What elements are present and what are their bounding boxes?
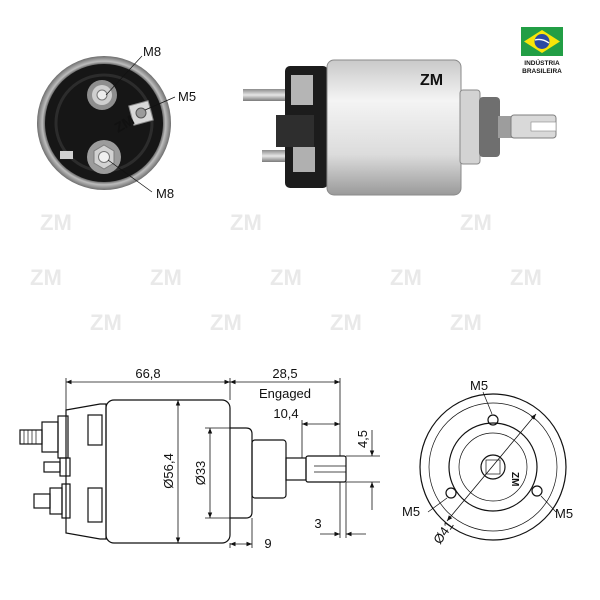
watermark: ZM bbox=[330, 310, 362, 335]
plunger-shaft bbox=[498, 116, 514, 138]
leader-hole-right bbox=[540, 495, 557, 513]
dim-bottom-offset-label: 9 bbox=[264, 536, 271, 551]
leader-bottom-m8 bbox=[107, 159, 153, 193]
bottom-m8-stud bbox=[98, 151, 110, 163]
m5-stud-outline bbox=[43, 461, 61, 473]
watermark: ZM bbox=[510, 265, 542, 290]
badge-line1: INDÚSTRIA bbox=[524, 58, 560, 67]
leader-hole-top bbox=[482, 391, 493, 415]
thread-lines bbox=[23, 430, 37, 444]
body-nose bbox=[459, 89, 481, 165]
flag-band bbox=[534, 38, 550, 44]
cap-terminal-nut-top bbox=[291, 75, 313, 105]
watermark: ZM bbox=[390, 265, 422, 290]
cap-terminal-block bbox=[276, 115, 314, 147]
cap-terminal-nut-bottom bbox=[293, 147, 315, 172]
plunger-housing-outline bbox=[251, 439, 287, 499]
flag-blue-globe bbox=[534, 34, 550, 49]
terminal-end-photo: ZM M8 M5 M8 bbox=[37, 44, 196, 201]
industria-brasileira-badge: INDÚSTRIA BRASILEIRA bbox=[521, 27, 563, 75]
bolt-circle-diameter-line bbox=[446, 413, 537, 522]
label-hole-left: M5 bbox=[402, 504, 420, 519]
body-logo: ZM bbox=[420, 72, 443, 89]
m5-stud bbox=[135, 107, 147, 119]
watermark: ZM bbox=[460, 210, 492, 235]
nose-inner-circle bbox=[458, 432, 528, 502]
leader-m5 bbox=[144, 96, 176, 111]
plunger-housing bbox=[479, 97, 500, 157]
fork-outline bbox=[305, 455, 347, 483]
leader-hole-left bbox=[427, 497, 448, 513]
dim-nose-diameter-label: Ø33 bbox=[193, 461, 208, 486]
front-end-view-drawing: ZM Ø41 M5 M5 M5 bbox=[402, 378, 573, 547]
watermark: ZM bbox=[450, 310, 482, 335]
bottom-stud-washer bbox=[61, 483, 71, 519]
leader-top-m8 bbox=[105, 55, 143, 96]
plunger-shaft-outline bbox=[285, 457, 307, 481]
side-profile-drawing: 66,8 28,5 Engaged 10,4 Ø56,4 Ø33 4,5 9 3 bbox=[19, 366, 380, 551]
badge-line2: BRASILEIRA bbox=[522, 68, 562, 75]
top-stud-nut bbox=[41, 421, 59, 453]
outer-flange bbox=[419, 393, 567, 541]
label-bottom-m8: M8 bbox=[156, 186, 174, 201]
cap-boss-bottom bbox=[87, 487, 103, 523]
label-hole-top: M5 bbox=[470, 378, 488, 393]
dim-plunger-offset-label: 10,4 bbox=[273, 406, 298, 421]
nose-circle bbox=[448, 422, 538, 512]
bolt-circle-label: Ø41 bbox=[430, 518, 456, 547]
engaged-label: Engaged bbox=[259, 386, 311, 401]
watermark: ZM bbox=[230, 210, 262, 235]
cap-outline bbox=[65, 403, 107, 540]
flange-inner-ring bbox=[428, 402, 558, 532]
watermark: ZM bbox=[270, 265, 302, 290]
dim-body-diameter-label: Ø56,4 bbox=[161, 453, 176, 488]
label-hole-right: M5 bbox=[555, 506, 573, 521]
bottom-stud-thread bbox=[33, 493, 51, 509]
dim-slot-depth-label: 3 bbox=[314, 516, 321, 531]
top-stud-thread bbox=[19, 429, 43, 445]
watermark-pattern: ZM ZM ZM ZM ZM ZM ZM ZM ZM ZM ZM ZM bbox=[30, 210, 542, 335]
top-m8-stud bbox=[96, 89, 108, 101]
end-view-logo: ZM bbox=[509, 472, 520, 486]
label-top-m8: M8 bbox=[143, 44, 161, 59]
hole-left bbox=[445, 487, 457, 499]
nose-outline bbox=[230, 427, 253, 519]
watermark: ZM bbox=[40, 210, 72, 235]
dim-slot-width-label: 4,5 bbox=[355, 430, 370, 448]
watermark: ZM bbox=[150, 265, 182, 290]
fork-slot bbox=[530, 121, 557, 132]
cap-boss-top bbox=[87, 414, 103, 446]
hole-right bbox=[531, 485, 543, 497]
terminal-cap bbox=[45, 64, 163, 182]
dim-engaged-length-label: 28,5 bbox=[272, 366, 297, 381]
label-m5: M5 bbox=[178, 89, 196, 104]
watermark: ZM bbox=[30, 265, 62, 290]
solenoid-side-photo: ZM bbox=[243, 59, 557, 196]
m5-nut-outline bbox=[59, 457, 71, 477]
bottom-stud-nut bbox=[49, 487, 63, 515]
top-threaded-stud bbox=[243, 89, 293, 101]
small-lug bbox=[60, 151, 73, 159]
watermark: ZM bbox=[90, 310, 122, 335]
watermark: ZM bbox=[210, 310, 242, 335]
dim-overall-length-label: 66,8 bbox=[135, 366, 160, 381]
